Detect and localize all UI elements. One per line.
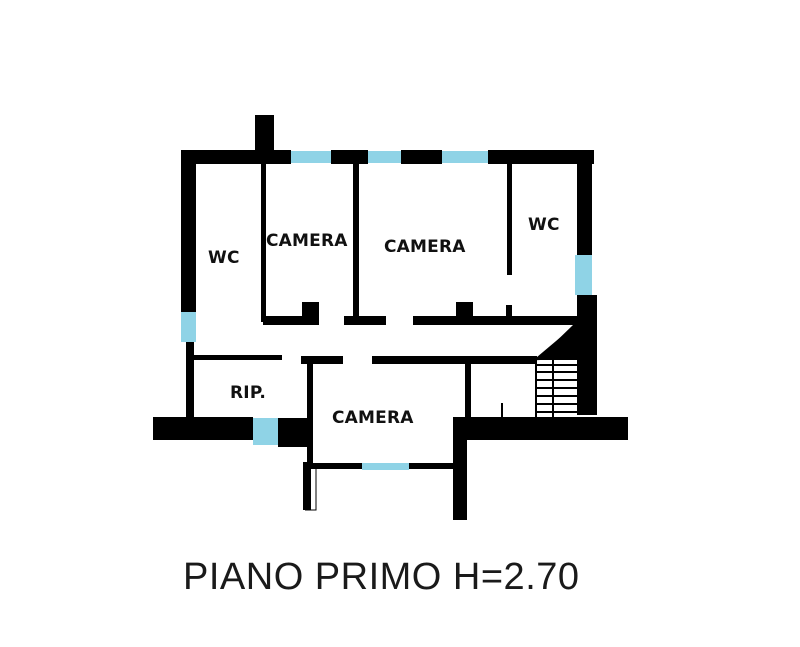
wall-left — [186, 342, 194, 422]
wall-camera3-top — [301, 356, 343, 364]
wall-camera3-bottom — [409, 463, 455, 469]
door-jamb — [456, 302, 473, 325]
wall-wc-camera — [261, 160, 266, 322]
window-top-2 — [368, 151, 401, 163]
wall-corridor-top — [413, 316, 583, 325]
balcony-rail — [305, 464, 317, 511]
wall-right — [577, 295, 597, 415]
wall-left — [181, 150, 196, 312]
plan-title: PIANO PRIMO H=2.70 — [183, 556, 580, 598]
window-right — [575, 255, 592, 295]
wall-rip-top — [192, 355, 282, 360]
wall-top — [181, 150, 291, 164]
room-label-camera-3: CAMERA — [332, 408, 414, 428]
wall-top — [488, 150, 594, 164]
wall-bottom-right-stub — [453, 420, 467, 520]
wall-corridor-top — [344, 316, 386, 325]
chimney — [255, 115, 274, 157]
room-label-wc-right: WC — [528, 215, 560, 235]
wall-camera3-left — [307, 356, 313, 466]
wall-right — [577, 150, 592, 255]
room-label-wc-left: WC — [208, 248, 240, 268]
wall-camera3-bottom — [310, 463, 362, 469]
wall-camera-camera — [353, 160, 359, 322]
window-camera3 — [362, 463, 409, 470]
wall-bottom-right — [453, 417, 628, 440]
window-left — [181, 312, 196, 342]
balcony-wall — [303, 462, 311, 510]
door-jamb — [506, 305, 512, 325]
window-rip — [253, 418, 278, 445]
window-top-1 — [291, 151, 331, 163]
wall-corridor-top — [263, 316, 319, 325]
wall-bottom-left — [278, 418, 310, 447]
room-label-camera-2: CAMERA — [384, 237, 466, 257]
wall-camera3-top — [372, 356, 537, 364]
room-label-camera-1: CAMERA — [266, 231, 348, 251]
wall-stair-left — [465, 364, 471, 419]
window-top-3 — [442, 151, 488, 163]
door-jamb — [302, 302, 319, 325]
wall-top — [401, 150, 442, 164]
wall-bottom-left — [153, 417, 253, 440]
stair-wall — [472, 325, 577, 364]
wall-top — [331, 150, 368, 164]
staircase — [501, 327, 577, 418]
room-label-ripostiglio: RIP. — [230, 383, 267, 403]
wall-camera-wc — [507, 160, 512, 275]
